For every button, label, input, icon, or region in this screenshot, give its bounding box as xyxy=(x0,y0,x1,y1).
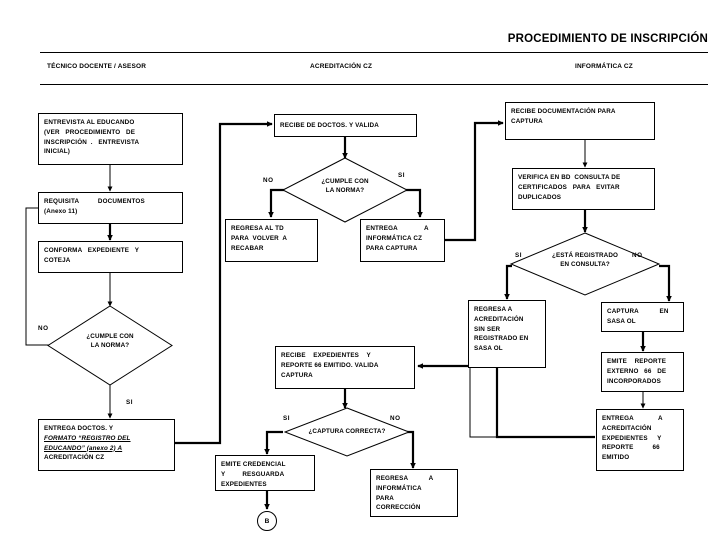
node-line: REGRESA A xyxy=(376,475,434,482)
header-divider-top xyxy=(40,52,708,53)
edge-label-si-cap: SI xyxy=(283,415,291,422)
node-line: RECIBE EXPEDIENTES Y xyxy=(281,352,371,359)
node-line: RECABAR xyxy=(231,244,264,252)
node-line: INFORMÁTICA xyxy=(376,484,422,492)
node-line: INFORMÁTICA CZ xyxy=(366,234,423,242)
node-regresa-td[interactable]: REGRESA AL TD PARA VOLVER A RECABAR xyxy=(225,219,318,262)
node-entrega-doctos[interactable]: ENTREGA DOCTOS. Y FORMATO “REGISTRO DEL … xyxy=(38,419,175,471)
node-verifica-bd[interactable]: VERIFICA EN BD CONSULTA DE CERTIFICADOS … xyxy=(512,168,655,210)
edge-label-no-cap: NO xyxy=(390,415,401,422)
node-entrega-acreditacion[interactable]: ENTREGA A ACREDITACIÓN EXPEDIENTES Y REP… xyxy=(596,409,684,471)
node-line: RECIBE DOCUMENTACIÓN PARA xyxy=(511,108,616,115)
edge-label-si-cz: SI xyxy=(398,172,406,179)
node-line: ENTREGA DOCTOS. Y xyxy=(44,425,114,432)
decision-cumple-norma-cz[interactable]: ¿CUMPLE CON LA NORMA? xyxy=(281,157,409,223)
node-line: DUPLICADOS xyxy=(518,193,562,201)
node-conforma[interactable]: CONFORMA EXPEDIENTE Y COTEJA xyxy=(38,241,183,273)
node-line: EDUCANDO” (anexo 2) A xyxy=(44,444,123,452)
node-line: REPORTE 66 EMITIDO. VALIDA xyxy=(281,361,379,369)
node-entrevista[interactable]: ENTREVISTA AL EDUCANDO (VER PROCEDIMIENT… xyxy=(38,113,183,165)
terminator-b[interactable]: B xyxy=(257,511,277,531)
edge-label-no-reg: NO xyxy=(632,252,643,259)
node-line: ENTREVISTA AL EDUCANDO xyxy=(44,119,135,126)
edge-label-no-td: NO xyxy=(38,325,49,332)
node-line: REQUISITA DOCUMENTOS xyxy=(44,198,145,205)
node-line: CAPTURA xyxy=(281,371,313,379)
node-line: PARA VOLVER A xyxy=(231,234,288,242)
node-recibe-doctos[interactable]: RECIBE DE DOCTOS. Y VALIDA xyxy=(274,114,417,137)
node-line: CAPTURA EN xyxy=(607,308,669,315)
node-line: PARA xyxy=(376,494,394,502)
decision-cumple-norma-td[interactable]: ¿CUMPLE CON LA NORMA? xyxy=(47,305,173,386)
node-line: REGISTRADO EN xyxy=(474,335,529,343)
node-line: REGRESA A xyxy=(474,306,513,313)
node-line: INCORPORADOS xyxy=(607,377,661,385)
node-line: INSCRIPCIÓN . ENTREVISTA xyxy=(44,138,140,146)
node-line: CAPTURA xyxy=(511,117,543,125)
node-line: EMITIDO xyxy=(602,454,630,461)
header-divider-bottom xyxy=(40,84,708,85)
node-regresa-acreditacion[interactable]: REGRESA A ACREDITACIÓN SIN SER REGISTRAD… xyxy=(468,300,546,368)
node-line: ACREDITACIÓN xyxy=(602,424,652,432)
node-line: REPORTE 66 xyxy=(602,444,660,452)
edge-label-no-cz: NO xyxy=(263,177,274,184)
node-line: EXPEDIENTES Y xyxy=(602,434,662,442)
column-header-acreditacion: ACREDITACIÓN CZ xyxy=(310,63,373,70)
node-line: EMITE CREDENCIAL xyxy=(221,461,286,468)
edge-label-si-td: SI xyxy=(126,399,134,406)
node-line: REGRESA AL TD xyxy=(231,225,284,232)
node-emite-reporte[interactable]: EMITE REPORTE EXTERNO 66 DE INCORPORADOS xyxy=(601,352,684,392)
node-regresa-informatica[interactable]: REGRESA A INFORMÁTICA PARA CORRECCIÓN xyxy=(370,469,458,517)
node-line: SASA OL xyxy=(607,317,636,325)
node-emite-credencial[interactable]: EMITE CREDENCIAL Y RESGUARDA EXPEDIENTES xyxy=(215,455,315,491)
node-line: EXPEDIENTES xyxy=(221,480,267,488)
node-line: Y RESGUARDA xyxy=(221,470,285,478)
node-line: EMITE REPORTE xyxy=(607,358,667,365)
node-line: CERTIFICADOS PARA EVITAR xyxy=(518,183,620,191)
node-line: ACREDITACIÓN CZ xyxy=(44,454,105,462)
column-header-informatica: INFORMÁTICA CZ xyxy=(575,63,633,70)
edge-label-si-reg: SI xyxy=(515,252,523,259)
node-line: PARA CAPTURA xyxy=(366,244,418,252)
decision-esta-registrado[interactable]: ¿ESTÁ REGISTRADO EN CONSULTA? xyxy=(509,232,661,296)
node-recibe-expedientes[interactable]: RECIBE EXPEDIENTES Y REPORTE 66 EMITIDO.… xyxy=(275,346,415,389)
node-line: ENTREGA A xyxy=(602,415,663,422)
node-entrega-informatica[interactable]: ENTREGA A INFORMÁTICA CZ PARA CAPTURA xyxy=(360,219,445,262)
node-line: (VER PROCEDIMIENTO DE xyxy=(44,128,136,136)
node-line: (Anexo 11) xyxy=(44,207,78,215)
node-line: ACREDITACIÓN xyxy=(474,315,524,323)
node-line: ENTREGA A xyxy=(366,225,429,232)
node-captura-sasa[interactable]: CAPTURA EN SASA OL xyxy=(601,302,684,332)
node-line: CORRECCIÓN xyxy=(376,504,421,512)
node-recibe-documentacion[interactable]: RECIBE DOCUMENTACIÓN PARA CAPTURA xyxy=(505,102,655,140)
node-line: INICIAL) xyxy=(44,148,71,156)
node-line: SASA OL xyxy=(474,345,503,352)
node-line: CONFORMA EXPEDIENTE Y xyxy=(44,247,140,254)
node-line: FORMATO “REGISTRO DEL xyxy=(44,434,131,442)
node-requisita[interactable]: REQUISITA DOCUMENTOS (Anexo 11) xyxy=(38,192,183,224)
node-line: VERIFICA EN BD CONSULTA DE xyxy=(518,174,621,181)
node-line: SIN SER xyxy=(474,325,501,333)
node-line: COTEJA xyxy=(44,256,71,264)
column-header-tecnico: TÉCNICO DOCENTE / ASESOR xyxy=(47,63,147,70)
node-line: RECIBE DE DOCTOS. Y VALIDA xyxy=(280,122,379,129)
page-title: PROCEDIMIENTO DE INSCRIPCIÓN xyxy=(507,33,708,45)
node-line: EXTERNO 66 DE xyxy=(607,367,667,375)
